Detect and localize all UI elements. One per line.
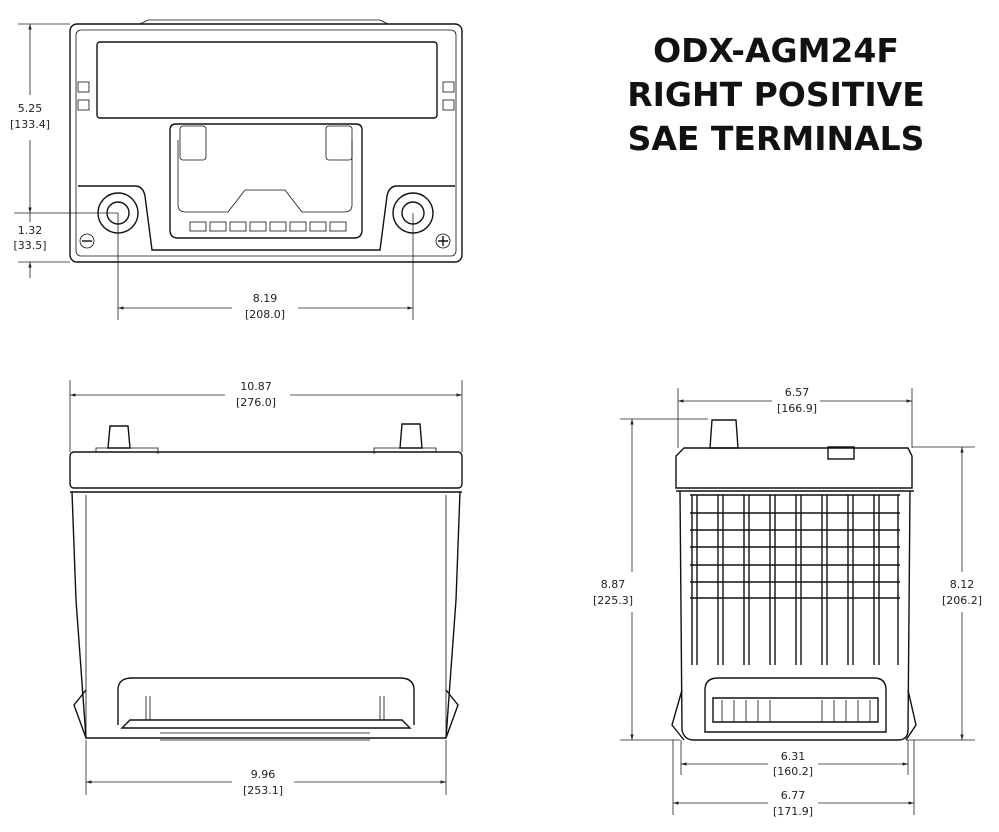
overall-length-dim-in: 10.87 (240, 380, 272, 393)
terminal-spacing-dim-mm: [208.0] (245, 308, 285, 321)
title-line-3: SAE TERMINALS (628, 119, 925, 158)
base-length-dim-mm: [253.1] (243, 784, 283, 797)
case-height-dim-in: 8.12 (950, 578, 975, 591)
case-height-dim-mm: [206.2] (942, 594, 982, 607)
terminal-height-dim-mm: [33.5] (13, 239, 46, 252)
overall-height-dim-mm: [225.3] (593, 594, 633, 607)
base-length-dim-in: 9.96 (251, 768, 276, 781)
handle-slots (189, 221, 347, 232)
top-width-dim-mm: [166.9] (777, 402, 817, 415)
title-line-2: RIGHT POSITIVE (627, 75, 925, 114)
front-view: 10.87 [276.0] 9.96 [253.1] (69, 380, 463, 797)
product-title: ODX-AGM24F RIGHT POSITIVE SAE TERMINALS (627, 31, 925, 158)
side-view: 6.57 [166.9] 8.87 [225.3] 8.12 [206.2] 6… (593, 386, 982, 818)
body-width-dim-mm: [160.2] (773, 765, 813, 778)
height-dim-in: 5.25 (18, 102, 43, 115)
positive-symbol-icon (435, 233, 451, 249)
overall-length-dim-mm: [276.0] (236, 396, 276, 409)
base-width-dim-mm: [171.9] (773, 805, 813, 818)
top-view: 5.25 [133.4] 1.32 [33.5] 8.19 [208.0] (10, 19, 463, 321)
top-width-dim-in: 6.57 (785, 386, 810, 399)
negative-symbol-icon (79, 233, 95, 249)
terminal-spacing-dim-in: 8.19 (253, 292, 278, 305)
body-width-dim-in: 6.31 (781, 750, 806, 763)
terminal-height-dim-in: 1.32 (18, 224, 43, 237)
height-dim-mm: [133.4] (10, 118, 50, 131)
title-line-1: ODX-AGM24F (653, 31, 899, 70)
base-width-dim-in: 6.77 (781, 789, 806, 802)
overall-height-dim-in: 8.87 (601, 578, 626, 591)
rib-grid (690, 494, 900, 665)
base-slots (160, 732, 370, 741)
